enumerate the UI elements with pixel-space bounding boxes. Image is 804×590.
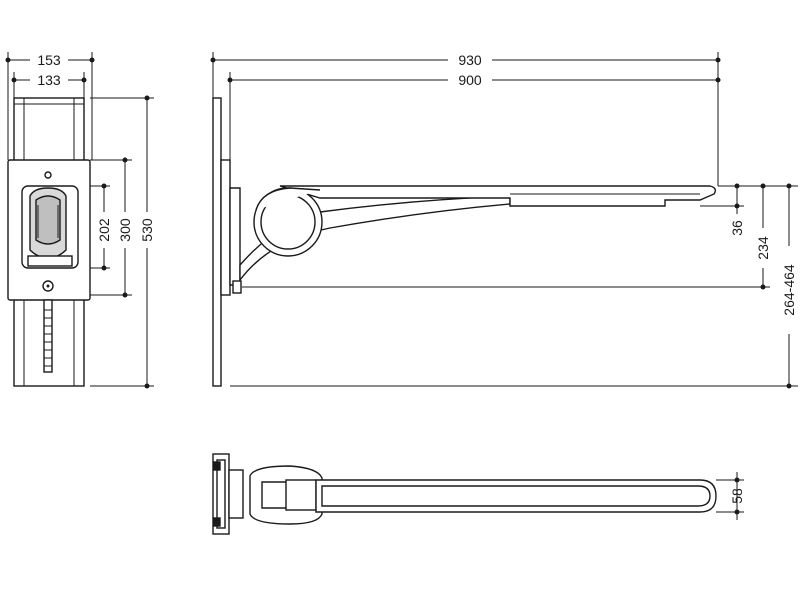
dim-530: 530	[139, 218, 155, 242]
side-grab-bar	[279, 185, 717, 207]
dim-36: 36	[729, 220, 745, 236]
top-view	[212, 453, 717, 535]
dim-133: 133	[37, 72, 61, 88]
dim-202: 202	[96, 218, 112, 242]
dim-300: 300	[117, 218, 133, 242]
side-housing	[220, 159, 231, 296]
side-lock-knob	[232, 280, 242, 294]
dim-58: 58	[729, 488, 745, 504]
dim-234: 234	[755, 236, 771, 260]
dim-930: 930	[458, 52, 482, 68]
front-view	[7, 97, 91, 387]
top-dims: 58	[716, 472, 745, 520]
front-dims: 153 133 202 300 530	[5, 52, 155, 389]
side-dims: 930 900 36 234 264-464	[210, 52, 798, 389]
side-rail	[212, 97, 222, 387]
dim-900: 900	[458, 72, 482, 88]
front-height-scale	[43, 299, 53, 373]
side-view	[212, 97, 717, 387]
dim-153: 153	[37, 52, 61, 68]
dim-264-464: 264-464	[781, 264, 797, 316]
